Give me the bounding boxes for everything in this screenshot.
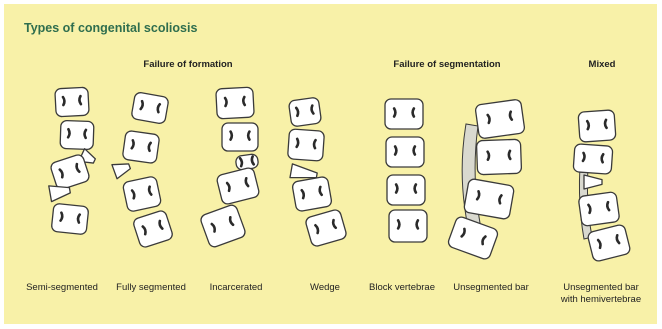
vertebra (51, 203, 89, 235)
vertebra (131, 92, 169, 124)
vertebra (573, 144, 613, 175)
pedicle-icon (509, 151, 511, 159)
pedicle-icon (297, 139, 299, 147)
pedicle-icon (394, 109, 395, 117)
vertebra (305, 209, 348, 248)
hemivertebra (584, 175, 602, 189)
pedicle-icon (601, 154, 603, 162)
pedicle-icon (396, 185, 397, 193)
caption-wedge: Wedge (310, 282, 340, 294)
caption-unsegmented-bar: Unsegmented bar (453, 282, 529, 294)
column-block-vertebrae (385, 99, 427, 242)
pedicle-icon (415, 185, 416, 193)
pedicle-icon (413, 109, 414, 117)
pedicle-icon (314, 140, 316, 148)
vertebra (389, 210, 427, 242)
pedicle-icon (395, 147, 396, 155)
vertebra (385, 99, 423, 129)
pedicle-icon (225, 98, 227, 106)
pedicle-icon (243, 97, 245, 105)
vertebra (578, 192, 620, 227)
vertebra (578, 110, 616, 142)
vertebra (447, 215, 499, 260)
vertebra (387, 175, 425, 205)
pedicle-icon (414, 147, 415, 155)
caption-line-2: with hemivertebrae (561, 294, 641, 306)
pedicle-icon (68, 129, 70, 137)
vertebra (475, 99, 525, 139)
vertebra (122, 176, 161, 212)
vertebra (216, 87, 255, 119)
vertebra (216, 167, 260, 205)
vertebra (292, 176, 333, 212)
vertebra (386, 137, 424, 167)
pedicle-icon (63, 97, 65, 105)
column-mixed (573, 110, 631, 262)
pedicle-icon (488, 152, 490, 160)
pedicle-icon (398, 220, 399, 228)
caption-semi-segmented: Semi-segmented (26, 282, 98, 294)
vertebra (587, 224, 631, 262)
caption-fully-segmented: Fully segmented (116, 282, 186, 294)
vertebra (132, 209, 174, 248)
vertebra (222, 123, 258, 151)
column-wedge (287, 97, 347, 247)
pedicle-icon (79, 96, 81, 104)
pedicle-icon (587, 121, 589, 129)
diagram-panel: Types of congenital scoliosis Failure of… (4, 4, 657, 324)
vertebra (55, 87, 89, 117)
vertebra (288, 97, 321, 127)
vertebra (122, 130, 160, 163)
caption-line-1: Unsegmented bar (561, 282, 641, 294)
pedicle-icon (84, 130, 86, 138)
pedicle-icon (248, 132, 249, 140)
column-semi-segmented (49, 87, 98, 235)
pedicle-icon (605, 120, 607, 128)
column-incarcerated (199, 87, 260, 248)
vertebra (60, 120, 94, 149)
vertebra (199, 204, 246, 249)
pedicle-icon (231, 132, 232, 140)
vertebral-columns (4, 4, 657, 324)
vertebra (463, 178, 514, 219)
pedicle-icon (583, 153, 585, 161)
caption-unsegmented-bar-with-hemivertebrae: Unsegmented bar with hemivertebrae (561, 282, 641, 306)
column-fully-segmented (112, 92, 174, 249)
caption-incarcerated: Incarcerated (210, 282, 263, 294)
hemivertebra (112, 159, 132, 179)
pedicle-icon (417, 220, 418, 228)
column-unsegmented-bar (447, 99, 525, 261)
vertebra (476, 139, 521, 175)
vertebra (287, 129, 324, 161)
caption-block-vertebrae: Block vertebrae (369, 282, 435, 294)
